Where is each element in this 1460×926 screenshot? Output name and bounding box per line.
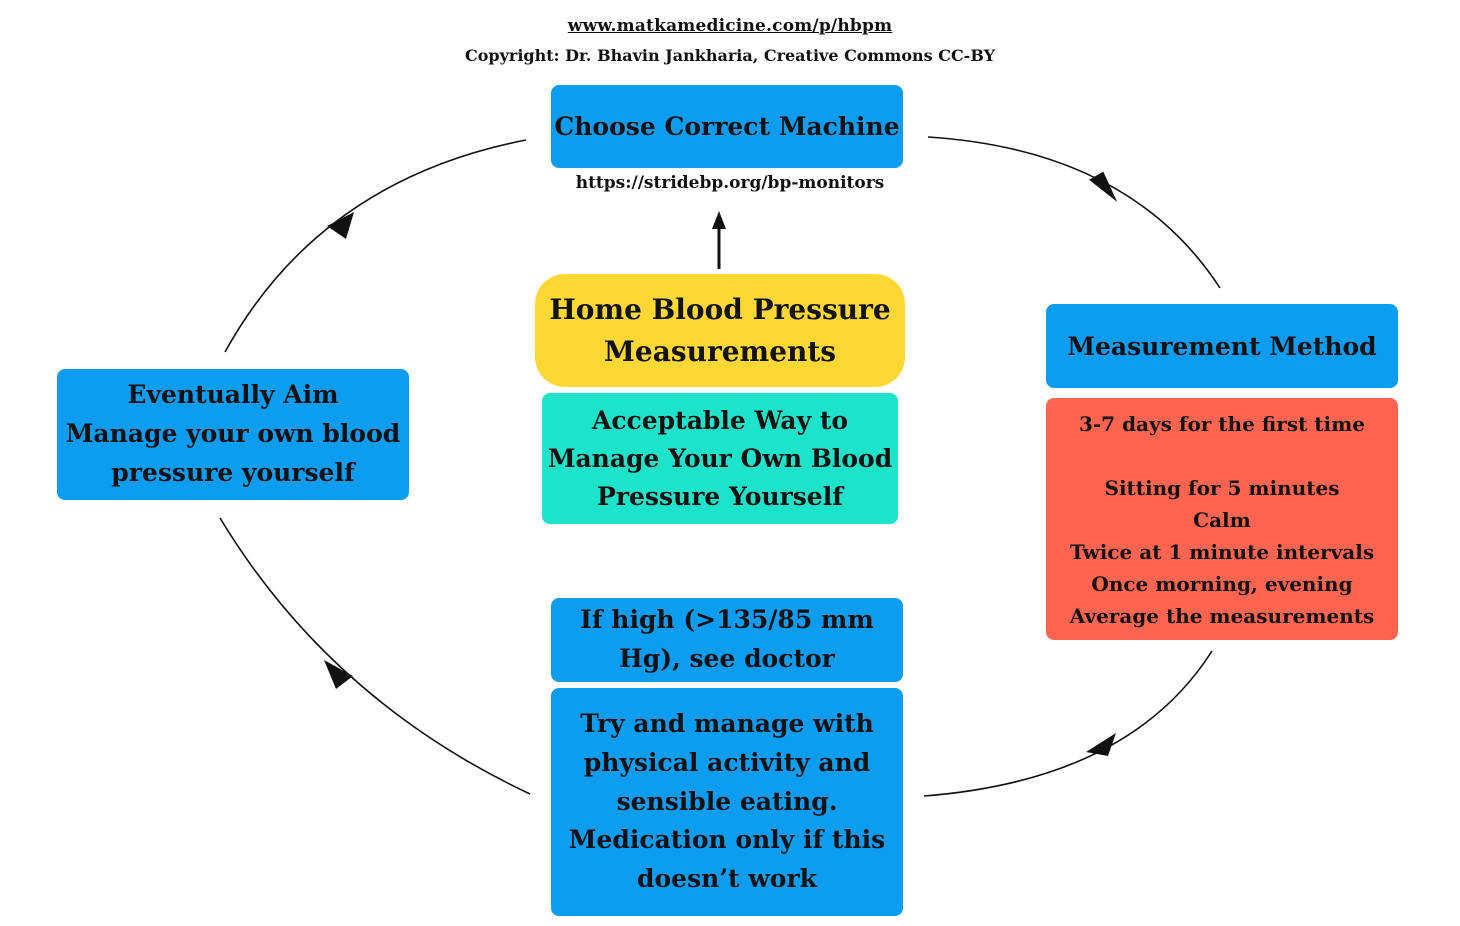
arrowhead-bottom-right [1086, 733, 1116, 756]
choose-machine-label: Choose Correct Machine [554, 112, 900, 141]
acceptable-way-box: Acceptable Way to Manage Your Own Blood … [542, 393, 898, 524]
eventual-aim-text: Eventually Aim Manage your own blood pre… [65, 380, 401, 487]
lifestyle-advice-box: Try and manage with physical activity an… [551, 688, 903, 916]
if-high-text: If high (>135/85 mm Hg), see doctor [580, 605, 874, 673]
choose-machine-box: Choose Correct Machine [551, 85, 903, 168]
home-bp-title-box: Home Blood Pressure Measurements [535, 274, 905, 387]
copyright-notice: Copyright: Dr. Bhavin Jankharia, Creativ… [465, 46, 995, 65]
if-high-box: If high (>135/85 mm Hg), see doctor [551, 598, 903, 682]
center-up-arrowhead [712, 211, 726, 229]
home-bp-title: Home Blood Pressure Measurements [549, 293, 891, 368]
eventual-aim-box: Eventually Aim Manage your own blood pre… [57, 369, 409, 500]
monitor-list-link[interactable]: https://stridebp.org/bp-monitors [575, 173, 885, 193]
arrowhead-top-right [1089, 171, 1118, 202]
source-url[interactable]: www.matkamedicine.com/p/hbpm [567, 16, 893, 36]
arrowhead-bottom-left [324, 660, 353, 689]
lifestyle-advice-text: Try and manage with physical activity an… [568, 709, 886, 894]
measurement-method-box: Measurement Method [1046, 304, 1398, 388]
acceptable-way-text: Acceptable Way to Manage Your Own Blood … [547, 405, 893, 511]
arc-high-to-aim [219, 517, 531, 795]
arc-method-to-high [923, 650, 1213, 797]
arrowhead-top-left [327, 212, 354, 239]
measurement-details-text: 3-7 days for the first time Sitting for … [1069, 412, 1375, 628]
measurement-method-label: Measurement Method [1067, 331, 1377, 361]
arc-machine-to-method [927, 136, 1221, 289]
measurement-details-box: 3-7 days for the first time Sitting for … [1046, 398, 1398, 640]
arc-aim-to-machine [224, 139, 527, 353]
